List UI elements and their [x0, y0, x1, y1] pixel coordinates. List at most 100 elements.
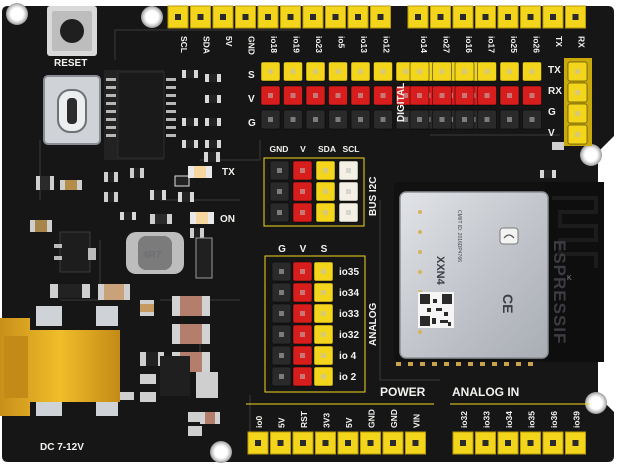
digital-section-label: DIGITAL	[396, 83, 407, 122]
i2c-column-label: SCL	[343, 144, 360, 154]
pin-tip	[321, 290, 326, 295]
socket-hole	[255, 440, 261, 446]
socket-hole	[550, 440, 556, 446]
power-header-label: io0	[254, 415, 264, 428]
pin-tip	[321, 269, 326, 274]
pin-tip	[575, 111, 580, 116]
reset-button[interactable]	[47, 6, 97, 56]
pin-tip	[575, 69, 580, 74]
ce-mark: CE	[500, 294, 516, 313]
socket-hole	[572, 14, 579, 20]
socket-hole	[482, 440, 489, 446]
pin-tip	[335, 93, 341, 98]
module-pins	[396, 362, 533, 366]
socket-hole	[300, 440, 306, 446]
mounting-hole-right	[580, 144, 602, 166]
analog-pin-label: io33	[339, 309, 359, 320]
pin-tip	[484, 69, 490, 74]
pin-tip	[279, 353, 284, 358]
pin-tip	[313, 69, 318, 74]
power-header-label: GND	[367, 409, 377, 428]
pin-tip	[529, 93, 535, 98]
pin-tip	[300, 290, 305, 295]
socket-hole	[505, 440, 511, 446]
usb-serial-chip	[104, 70, 176, 160]
pin-tip	[323, 168, 328, 173]
pin-tip	[300, 189, 305, 194]
module-brand: ESPRESSIF	[550, 240, 569, 344]
socket-hole	[265, 14, 271, 20]
mounting-hole-top-mid	[141, 6, 163, 28]
pin-tip	[403, 69, 408, 74]
socket-hole	[367, 440, 374, 446]
pin-tip	[277, 168, 282, 173]
digital-row-label-s: S	[248, 70, 255, 81]
power-header-label: 5V	[277, 417, 287, 428]
pin-tip	[462, 69, 467, 74]
pin-tip	[417, 117, 422, 122]
pin-tip	[300, 311, 305, 316]
pin-tip	[507, 93, 512, 98]
power-header-label: RST	[299, 410, 309, 428]
i2c-column-label: SDA	[318, 144, 336, 154]
socket-hole	[460, 440, 466, 446]
pin-tip	[346, 210, 351, 215]
socket-hole	[437, 14, 444, 20]
usb-c-port[interactable]	[43, 75, 101, 145]
top-left-header-label: io19	[292, 36, 302, 53]
pin-tip	[380, 117, 386, 122]
dc-power-jack[interactable]	[0, 306, 120, 416]
top-right-header-label: io14	[419, 36, 429, 53]
pin-tip	[346, 168, 351, 173]
pin-tip	[279, 374, 284, 379]
pin-tip	[300, 353, 305, 358]
analog-pin-label: io32	[339, 330, 359, 341]
i2c-block-frame	[263, 157, 365, 227]
pin-tip	[439, 117, 445, 122]
pin-tip	[323, 189, 328, 194]
pin-tip	[575, 90, 580, 95]
socket-hole	[412, 440, 419, 446]
analog-block-frame	[264, 255, 366, 393]
power-section-label: POWER	[380, 385, 426, 399]
pin-tip	[300, 210, 305, 215]
socket-hole	[415, 14, 421, 20]
top-right-header-label: io26	[532, 36, 542, 53]
pin-tip	[279, 311, 284, 316]
top-left-header-label: 5V	[224, 36, 234, 47]
mounting-hole-bottom-left	[210, 441, 232, 463]
module-model: XXN4	[434, 256, 446, 286]
pin-tip	[462, 93, 467, 98]
socket-hole	[527, 14, 534, 20]
pin-tip	[321, 374, 326, 379]
wifi-logo-icon	[499, 227, 519, 245]
top-left-header-label: io18	[269, 36, 279, 53]
analog-section-label: ANALOG	[368, 302, 379, 346]
socket-hole	[175, 14, 181, 20]
i2c-column-label: V	[300, 144, 306, 154]
top-right-header-label: TX	[554, 36, 564, 47]
pin-tip	[439, 93, 445, 98]
power-header-label: VIN	[412, 414, 422, 428]
socket-hole	[345, 440, 351, 446]
tx-led	[188, 166, 212, 178]
smd-components	[30, 70, 564, 436]
uart-label-rx: RX	[548, 86, 562, 97]
i2c-section-label: BUS I2C	[368, 177, 379, 216]
analog-in-section-label: ANALOG IN	[452, 385, 519, 399]
socket-hole	[355, 14, 361, 20]
pin-tip	[403, 93, 408, 98]
top-left-header-label: io23	[314, 36, 324, 53]
socket-hole	[527, 440, 534, 446]
socket-hole	[390, 440, 396, 446]
module-cert-text: CMIIT ID: 2016DP4766	[456, 210, 462, 262]
pin-tip	[277, 210, 282, 215]
pin-tip	[290, 93, 296, 98]
analog-pin-label: io35	[339, 267, 359, 278]
pin-tip	[321, 332, 326, 337]
pin-tip	[575, 132, 580, 137]
top-left-header-label: SDA	[202, 36, 212, 54]
pin-tip	[279, 332, 284, 337]
socket-hole	[550, 14, 556, 20]
